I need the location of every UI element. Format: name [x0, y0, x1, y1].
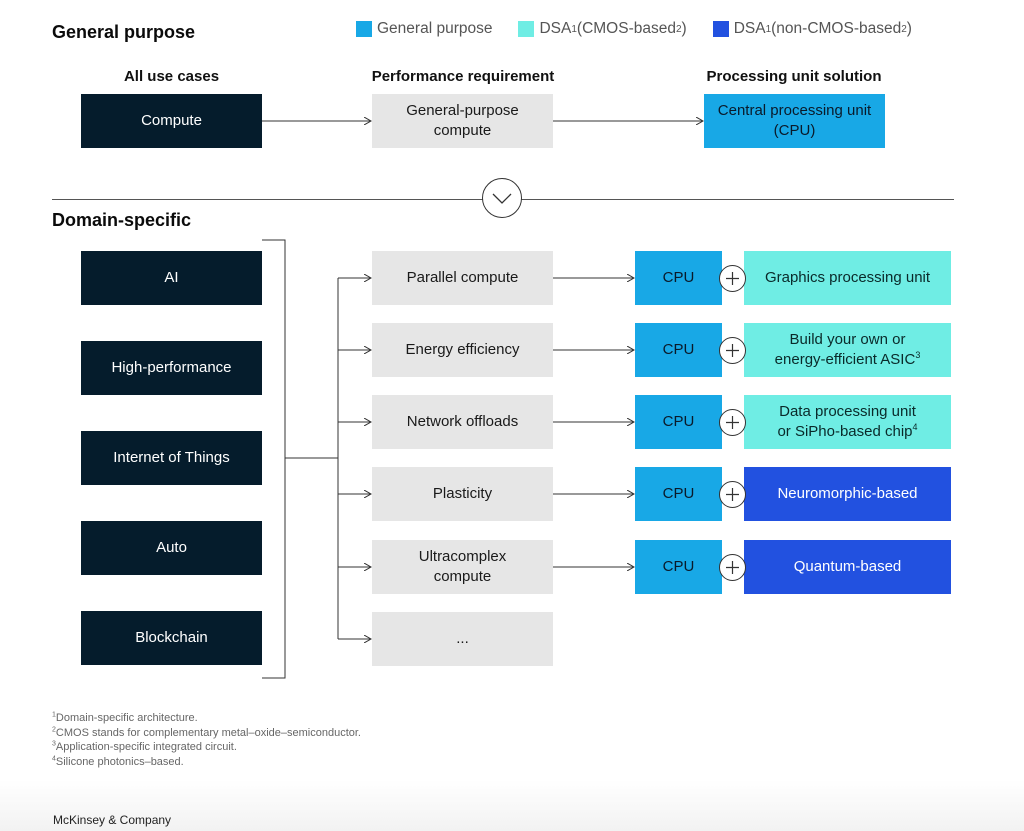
column-header-solution: Processing unit solution [706, 68, 882, 85]
solution-label-line2: energy-efficient ASIC [774, 351, 916, 368]
cpu-label: CPU [662, 413, 695, 430]
legend-label-rest: (non-CMOS-based [771, 20, 902, 37]
cpu-label: CPU [662, 485, 695, 502]
footnote-2: 2CMOS stands for complementary metal–oxi… [52, 725, 361, 739]
brand-name: McKinsey & Company [53, 813, 172, 827]
requirement-more: ... [372, 612, 553, 666]
solution-label-line1: Data processing unit [779, 403, 916, 420]
legend-label: DSA [733, 20, 766, 37]
general-purpose-title: General purpose [52, 22, 196, 42]
footnote-1: 1Domain-specific architecture. [52, 711, 198, 724]
solution-label-line1: Quantum-based [793, 558, 902, 575]
legend-label: General purpose [377, 20, 493, 37]
legend-label: DSA [539, 20, 572, 37]
plus-icon [719, 337, 746, 364]
requirement-label-line1: Plasticity [432, 485, 493, 502]
legend-sup: 2 [901, 23, 907, 35]
column-header-use-cases: All use cases [123, 68, 220, 85]
footnote-4: 4Silicone photonics–based. [52, 754, 184, 768]
legend-swatch-dsa-cmos [518, 21, 535, 37]
use-case-blockchain: Blockchain [81, 611, 262, 665]
solution-footnote-ref: 3 [915, 350, 921, 360]
footnotes: 1Domain-specific architecture. 2CMOS sta… [52, 711, 361, 769]
chevron-down-icon [482, 178, 522, 218]
cpu-box-5: CPU [635, 540, 722, 594]
requirement-label-line1: Network offloads [406, 413, 519, 430]
solution-label-line1: Graphics processing unit [764, 269, 931, 286]
use-case-label: Compute [141, 112, 202, 129]
solution-gpu: Graphics processing unit [744, 251, 951, 305]
use-case-label: Internet of Things [113, 449, 230, 466]
requirement-label-line2: compute [433, 568, 492, 585]
use-case-label: High-performance [111, 359, 232, 376]
solution-dpu: Data processing unit or SiPho-based chip… [744, 395, 951, 449]
legend-item-general: General purpose [356, 20, 492, 38]
cpu-box-1: CPU [635, 251, 722, 305]
requirement-general-purpose: General-purpose compute [372, 94, 553, 148]
use-case-ai: AI [81, 251, 262, 305]
requirement-label-line1: ... [456, 630, 469, 647]
use-case-auto: Auto [81, 521, 262, 575]
plus-icon [719, 409, 746, 436]
legend-sup: 1 [571, 23, 577, 35]
legend-swatch-dsa-noncmos [712, 21, 729, 37]
use-case-bracket [262, 239, 286, 679]
cpu-box-2: CPU [635, 323, 722, 377]
solution-label-line1: Central processing unit [717, 102, 872, 119]
footnote-3: 3Application-specific integrated circuit… [52, 740, 237, 753]
legend-label-end: ) [681, 20, 687, 37]
requirement-ultracomplex: Ultracomplex compute [372, 540, 553, 594]
requirement-label-line2: compute [433, 122, 492, 139]
solution-footnote-ref: 4 [912, 422, 918, 432]
cpu-box-3: CPU [635, 395, 722, 449]
column-header-performance: Performance requirement [371, 68, 555, 85]
cpu-box-4: CPU [635, 467, 722, 521]
cpu-label: CPU [662, 341, 695, 358]
use-case-compute: Compute [81, 94, 262, 148]
plus-icon [719, 265, 746, 292]
legend-label-end: ) [906, 20, 912, 37]
footer-band [0, 780, 1024, 831]
use-case-label: AI [164, 269, 179, 286]
requirement-network-offloads: Network offloads [372, 395, 553, 449]
solution-label-line1: Neuromorphic-based [777, 485, 918, 502]
use-case-label: Blockchain [135, 629, 208, 646]
requirement-plasticity: Plasticity [372, 467, 553, 521]
requirement-parallel-compute: Parallel compute [372, 251, 553, 305]
use-case-iot: Internet of Things [81, 431, 262, 485]
requirement-label-line1: Ultracomplex [418, 548, 507, 565]
legend-label-rest: (CMOS-based [576, 20, 676, 37]
plus-icon [719, 481, 746, 508]
solution-label-line2: (CPU) [773, 122, 816, 139]
solution-label-line2: or SiPho-based chip [777, 423, 913, 440]
requirement-energy-efficiency: Energy efficiency [372, 323, 553, 377]
use-case-label: Auto [156, 539, 187, 556]
requirement-label-line1: General-purpose [406, 102, 519, 119]
requirement-label-line1: Energy efficiency [405, 341, 520, 358]
legend-swatch-general [356, 21, 372, 37]
legend-sup: 2 [675, 23, 682, 35]
solution-label-line1: Build your own or [789, 331, 906, 348]
use-case-high-performance: High-performance [81, 341, 262, 395]
solution-cpu: Central processing unit (CPU) [704, 94, 885, 148]
requirement-label-line1: Parallel compute [406, 269, 519, 286]
solution-neuromorphic: Neuromorphic-based [744, 467, 951, 521]
cpu-label: CPU [662, 269, 695, 286]
cpu-label: CPU [662, 558, 695, 575]
domain-specific-title: Domain-specific [52, 210, 192, 230]
solution-quantum: Quantum-based [744, 540, 951, 594]
solution-asic: Build your own or energy-efficient ASIC3 [744, 323, 951, 377]
plus-icon [719, 554, 746, 581]
legend-sup: 1 [765, 23, 772, 35]
